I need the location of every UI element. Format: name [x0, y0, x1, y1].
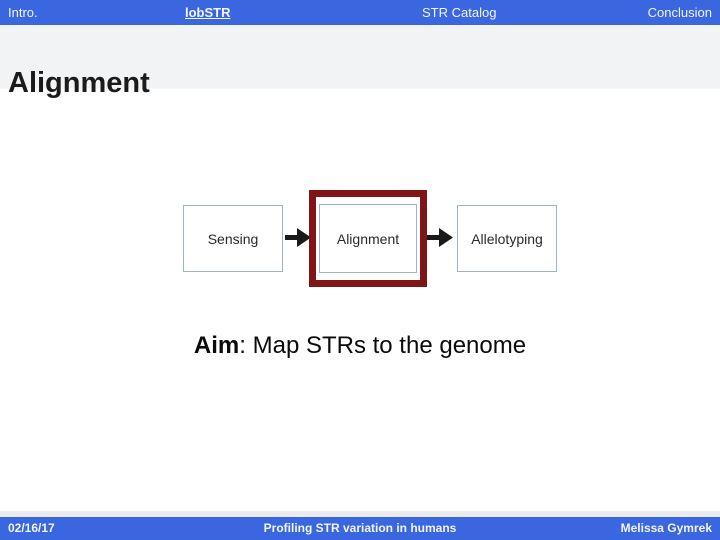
top-nav-bar: Intro. lobSTR STR Catalog Conclusion [0, 0, 720, 25]
flow-step-alignment: Alignment [319, 204, 417, 273]
flow-arrow-icon [285, 228, 311, 247]
flow-step-sensing: Sensing [183, 205, 283, 272]
flow-step-allelotyping: Allelotyping [457, 205, 557, 272]
flow-arrow-icon [427, 228, 453, 247]
footer-author: Melissa Gymrek [620, 521, 712, 535]
aim-statement-bold: Aim [193, 332, 240, 359]
title-band: Alignment [0, 25, 720, 99]
nav-item-lobstr[interactable]: lobSTR [185, 5, 231, 20]
footer-strip [0, 511, 720, 517]
footer-date: 02/16/17 [8, 521, 55, 535]
flow-step-sensing-label: Sensing [207, 230, 259, 247]
aim-statement-rest: : Map STRs to the genome [239, 332, 527, 359]
footer-bar: 02/16/17 Profiling STR variation in huma… [0, 517, 720, 540]
aim-statement: Aim: Map STRs to the genome [0, 332, 720, 360]
flow-step-alignment-highlight-frame: Alignment [309, 190, 427, 287]
nav-item-intro[interactable]: Intro. [8, 5, 38, 20]
nav-item-conclusion[interactable]: Conclusion [647, 5, 712, 20]
slide-title: Alignment [8, 67, 150, 99]
flow-step-allelotyping-label: Allelotyping [471, 230, 543, 247]
nav-item-str-catalog[interactable]: STR Catalog [422, 5, 497, 20]
flow-step-alignment-label: Alignment [336, 230, 400, 247]
footer-deck-title: Profiling STR variation in humans [263, 521, 457, 535]
